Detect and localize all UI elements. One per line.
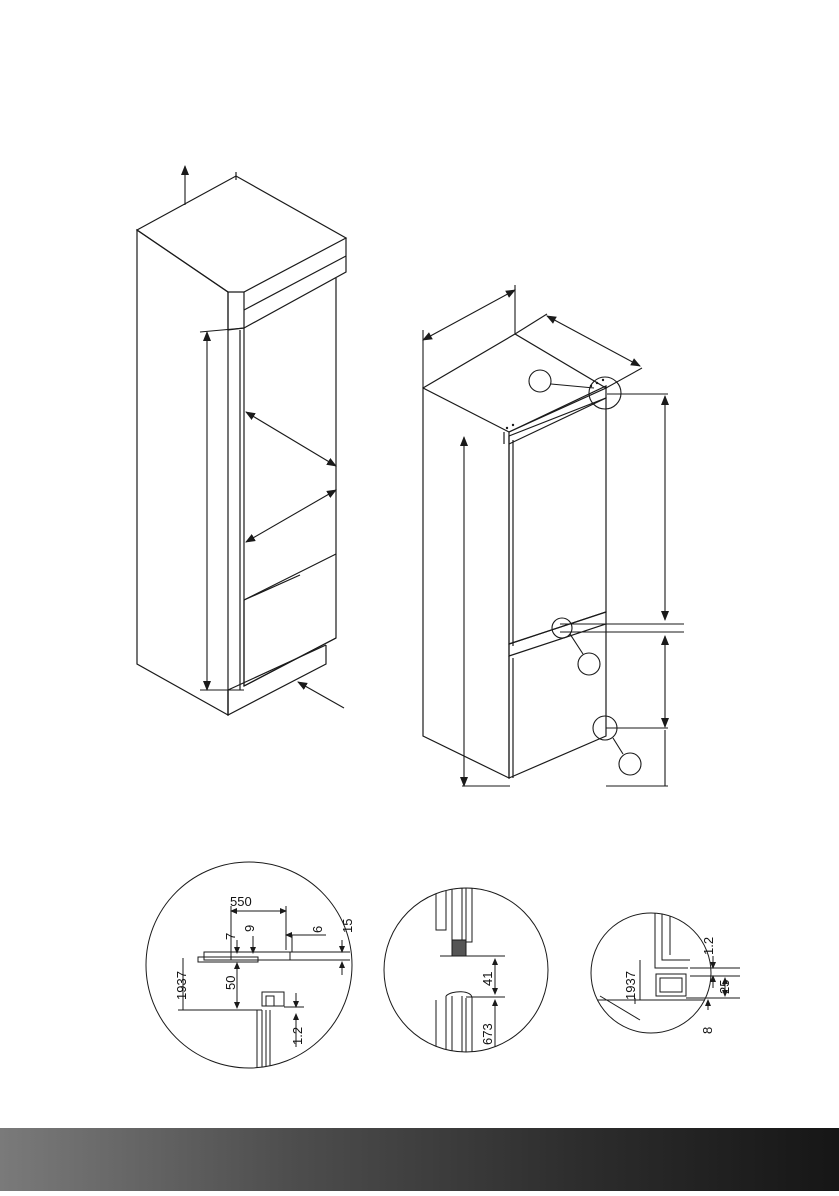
appliance-dimension-arrows <box>423 285 684 786</box>
dim-height-1937: 1937 <box>174 971 189 1000</box>
dim-depth-7: 7 <box>223 933 238 940</box>
ventilation-arrow-in <box>298 682 344 708</box>
dim-clearance-1-2: 1.2 <box>290 1027 305 1045</box>
detail-bottom-plinth: 1937 1.2 25 8 <box>590 913 740 1034</box>
dim-width-550: 550 <box>230 894 252 909</box>
callout-label-bottom <box>619 753 641 775</box>
niche-depth-arrow <box>246 490 336 542</box>
cabinet-niche-drawing <box>137 172 346 715</box>
callout-label-top <box>529 370 551 392</box>
dim-clearance-1-2-right: 1.2 <box>701 937 716 955</box>
cabinet-dimension-arrows <box>185 166 344 708</box>
dim-lower-673: 673 <box>480 1023 495 1045</box>
detail-callout-middle <box>552 618 572 638</box>
dim-depth-9: 9 <box>242 925 257 932</box>
dim-bottom-8: 8 <box>700 1027 715 1034</box>
niche-width-arrow <box>246 412 336 466</box>
dim-gap-41: 41 <box>480 972 495 986</box>
dim-gap-6: 6 <box>310 926 325 933</box>
dim-offset-50: 50 <box>223 976 238 990</box>
dim-plinth-25: 25 <box>717 980 732 994</box>
detail-middle-separator: 41 673 <box>384 885 548 1060</box>
detail-top-hinge: 550 6 15 7 9 1937 50 1.2 <box>146 862 355 1070</box>
appliance-depth-arrow <box>547 316 640 366</box>
callout-label-middle <box>578 653 600 675</box>
appliance-width-arrow <box>423 290 515 340</box>
footer-bar <box>0 1128 839 1191</box>
appliance-drawing <box>423 334 606 778</box>
dim-height-1937-right: 1937 <box>623 971 638 1000</box>
dim-thickness-15: 15 <box>340 919 355 933</box>
